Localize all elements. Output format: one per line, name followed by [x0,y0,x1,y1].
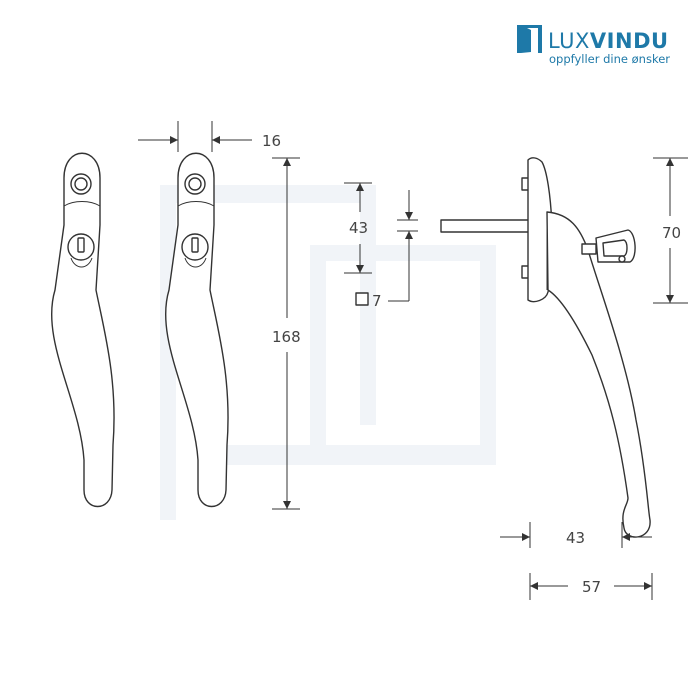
dim-width-top-label: 16 [262,132,281,150]
dim-spindle-square-label: 7 [372,292,382,310]
dim-base-height-label: 70 [662,224,681,242]
dim-projection-short-label: 43 [566,529,585,547]
logo: LUXVINDU oppfyller dine ønsker [517,25,670,66]
dim-projection-total-label: 57 [582,578,601,596]
brand-watermark [160,185,496,520]
dim-projection-short: 43 [500,522,652,548]
dim-height-total: 168 [272,157,301,510]
dim-width-top: 16 [138,121,281,152]
dim-spindle-length-label: 43 [349,219,368,237]
square-spindle-icon [355,292,369,306]
handle-front-view-left [50,152,115,507]
dim-base-height: 70 [653,157,688,304]
window-logo-icon [517,25,542,53]
brand-tagline: oppfyller dine ønsker [549,52,670,66]
handle-front-view-dimensioned [164,152,229,507]
spindle-bar [440,219,530,233]
dim-projection-total: 57 [529,573,653,600]
key-icon [581,229,636,263]
dim-spindle: 43 7 [344,182,418,310]
dim-height-total-label: 168 [272,328,301,346]
brand-name: LUXVINDU [548,29,669,53]
handle-side-view [440,157,651,538]
